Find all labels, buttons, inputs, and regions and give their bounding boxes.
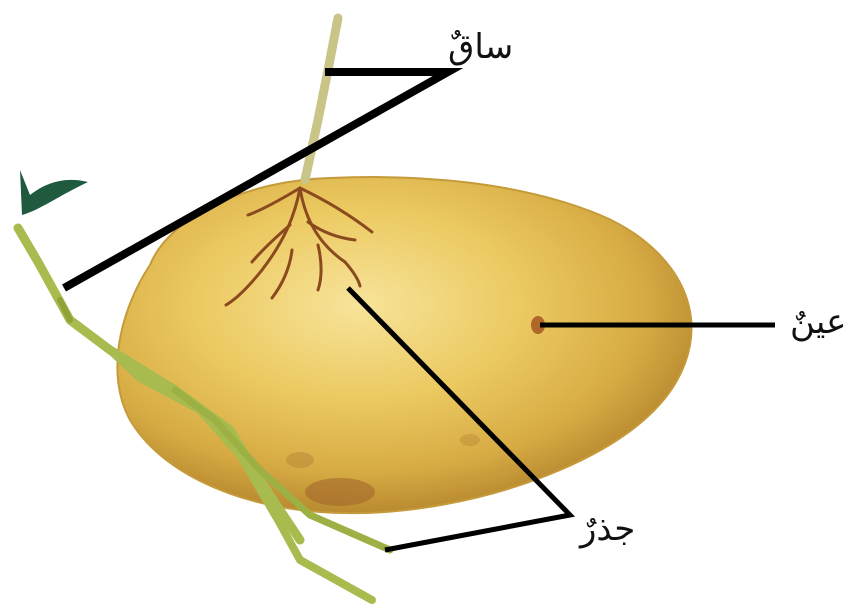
sprout-leaf [20, 170, 88, 215]
potato-blemish [460, 434, 480, 446]
eye-label: عينٌ [790, 305, 846, 339]
potato-blemish [305, 478, 375, 506]
sprout-stem [305, 18, 338, 180]
stem-label: ساقٌ [448, 30, 513, 64]
potato-blemish [286, 452, 314, 468]
root-label: جذرٌ [580, 512, 635, 546]
